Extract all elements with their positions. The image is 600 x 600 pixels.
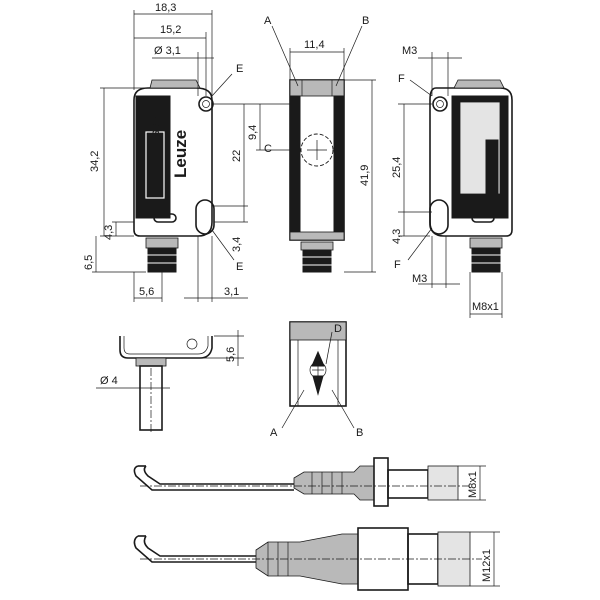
front-connector-thread-1 xyxy=(147,247,177,255)
side-connector-collar xyxy=(300,241,334,251)
m8-cable-upper xyxy=(133,465,294,491)
dim-25-label: 25,4 xyxy=(391,157,403,178)
front-hole-top xyxy=(198,96,214,112)
m12-cable-upper xyxy=(133,535,256,563)
back-hole-top-inner xyxy=(436,100,444,108)
top-cap xyxy=(289,321,347,341)
label-top-b: B xyxy=(356,427,363,439)
dim-22-label: 22 xyxy=(231,150,243,162)
side-bottom-band xyxy=(289,231,345,241)
back-hole-top xyxy=(432,96,448,112)
dim-m3-bottom-label: M3 xyxy=(412,273,427,285)
leader-e-bottom xyxy=(211,229,235,261)
side-connector-thread-3 xyxy=(302,265,332,273)
dim-m3-top-label: M3 xyxy=(402,45,417,57)
cable-detail: 5,6 Ø 4 xyxy=(96,330,244,432)
label-e-top: E xyxy=(236,63,243,75)
label-a: A xyxy=(264,15,272,27)
dim-6-label: 6,5 xyxy=(83,255,95,270)
label-c: C xyxy=(264,143,272,155)
label-top-a: A xyxy=(270,427,278,439)
back-top-cap xyxy=(453,79,505,89)
back-body-outline xyxy=(429,87,513,237)
label-f-bottom: F xyxy=(394,259,401,271)
side-edge-dark xyxy=(333,95,345,233)
front-dark-face xyxy=(135,95,171,219)
dim-m8-conn-label: M8x1 xyxy=(467,471,479,498)
dim-side-width-label: 11,4 xyxy=(304,39,325,51)
dim-dia-label: Ø 4 xyxy=(100,375,118,387)
side-connector-thread-1 xyxy=(302,249,332,257)
dim-hole-label: Ø 3,1 xyxy=(154,45,181,57)
top-detail: D A B xyxy=(270,321,363,439)
side-connector-thread-2 xyxy=(302,257,332,265)
front-slot-small xyxy=(153,213,177,223)
dim-15-label: 15,2 xyxy=(160,24,181,36)
dim-m12-conn-label: M12x1 xyxy=(481,549,493,582)
front-hole-top-inner xyxy=(202,100,210,108)
front-view: Leuze SR 3 18,3 15,2 Ø 3,1 34,2 22 xyxy=(83,2,248,302)
front-connector-thread-2 xyxy=(147,255,177,263)
m12-cable-lower xyxy=(143,535,256,557)
dim-m8-label: M8x1 xyxy=(472,301,499,313)
leader-b xyxy=(335,25,363,87)
top-arrow-down xyxy=(312,375,324,396)
cable-bracket xyxy=(119,336,213,359)
cable-bracket-inner xyxy=(123,336,209,355)
front-connector-collar xyxy=(145,237,179,249)
label-f-top: F xyxy=(398,73,405,85)
back-connector-thread-3 xyxy=(471,263,501,273)
m8-coupling xyxy=(387,469,429,499)
back-slot-bottom xyxy=(429,199,449,235)
back-connector-thread-2 xyxy=(471,255,501,263)
leader-e-top xyxy=(211,73,233,97)
connector-m12: M12x1 xyxy=(133,527,500,591)
dim-4-label: 4,3 xyxy=(103,225,115,240)
back-slot-small xyxy=(471,213,495,223)
m8-cable-lower xyxy=(143,465,294,485)
dim-width-label: 18,3 xyxy=(155,2,176,14)
back-view: M3 25,4 4,3 M3 M8x1 F F xyxy=(391,45,513,318)
back-connector-thread-1 xyxy=(471,247,501,255)
dim-height-label: 34,2 xyxy=(89,151,101,172)
label-b: B xyxy=(362,15,369,27)
label-e-bottom: E xyxy=(236,261,243,273)
leader-top-a xyxy=(281,389,305,429)
leader-d xyxy=(325,331,333,365)
dim-9-label: 9,4 xyxy=(247,125,259,140)
leader-f-top xyxy=(409,79,433,97)
side-top-cap xyxy=(289,79,345,97)
connector-m8: M8x1 xyxy=(133,457,486,507)
side-view: 11,4 41,9 9,4 C A B xyxy=(247,15,376,273)
side-edge-dark xyxy=(289,95,301,233)
m8-thread xyxy=(427,465,459,501)
dim-cable-5-label: 5,6 xyxy=(225,347,237,362)
back-connector-collar xyxy=(469,237,503,249)
back-window-bar xyxy=(485,139,499,195)
brand-logo: Leuze xyxy=(171,130,190,178)
front-top-cap xyxy=(149,79,201,89)
model-label: SR 3 xyxy=(151,116,161,136)
dim-3b-label: 3,1 xyxy=(224,286,239,298)
cable-gland xyxy=(135,357,167,367)
dim-3-label: 3,4 xyxy=(231,237,243,252)
front-slot-bottom xyxy=(195,199,215,235)
cable-hole xyxy=(186,338,198,350)
dim-side-height-label: 41,9 xyxy=(359,165,371,186)
label-d: D xyxy=(334,323,342,335)
m8-strain-relief xyxy=(293,465,375,501)
leader-f-bottom xyxy=(407,227,433,261)
front-connector-thread-3 xyxy=(147,263,177,273)
leader-a xyxy=(271,25,299,87)
m8-nut xyxy=(373,457,389,507)
dim-5-label: 5,6 xyxy=(139,286,154,298)
dim-4b-label: 4,3 xyxy=(391,229,403,244)
leader-top-b xyxy=(331,389,355,429)
top-arrow-up xyxy=(311,350,325,367)
front-window-inner xyxy=(145,131,165,199)
